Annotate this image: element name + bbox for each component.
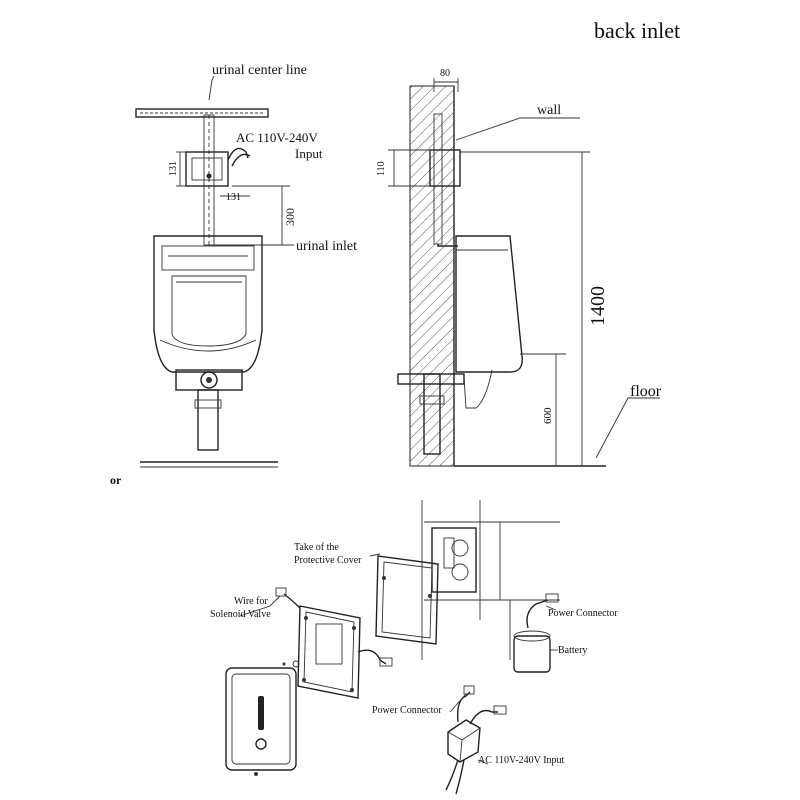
dim-box-height: 131 bbox=[168, 161, 179, 176]
wire-label-1: Wire for bbox=[234, 596, 268, 607]
wall-label: wall bbox=[537, 103, 561, 118]
ac-input-label: AC 110V-240V Input bbox=[478, 755, 565, 766]
power-input-label-2: Input bbox=[295, 146, 323, 161]
sensor-window bbox=[258, 696, 264, 730]
power-connector-top-label: Power Connector bbox=[548, 608, 618, 619]
urinal-side-body bbox=[455, 235, 523, 373]
center-line-bar bbox=[135, 108, 269, 118]
urinal-front-body bbox=[153, 235, 263, 373]
floor-label: floor bbox=[630, 383, 662, 400]
urinal-inlet-label: urinal inlet bbox=[296, 239, 357, 254]
power-input-label-1: AC 110V-240V bbox=[236, 130, 318, 145]
center-line-label: urinal center line bbox=[212, 63, 307, 78]
dim-box-width: 131 bbox=[226, 192, 241, 203]
diagram-title: back inlet bbox=[594, 18, 680, 43]
wire-label-2: Solenoid Valve bbox=[210, 609, 271, 620]
protective-cover-label-2: Protective Cover bbox=[294, 555, 362, 566]
manual-flush-button bbox=[255, 738, 267, 750]
dim-total-height: 1400 bbox=[587, 286, 609, 326]
sensor-faceplate bbox=[225, 667, 297, 776]
protective-cover bbox=[375, 555, 439, 645]
exploded-view: Take of the Protective Cover Wire for So… bbox=[210, 500, 618, 795]
dim-depth: 80 bbox=[440, 68, 450, 79]
tiled-wall bbox=[421, 500, 560, 660]
dim-side-box-height: 110 bbox=[376, 161, 387, 176]
battery-label: Battery bbox=[558, 645, 587, 656]
control-box bbox=[185, 151, 229, 187]
wall-section bbox=[409, 85, 455, 467]
cut-floor-label: or bbox=[110, 473, 122, 487]
dim-inlet-height: 300 bbox=[283, 208, 297, 226]
battery bbox=[513, 593, 559, 673]
dim-outlet-height: 600 bbox=[542, 407, 554, 424]
drain-pipe-front bbox=[197, 389, 219, 451]
protective-cover-label-1: Take of the bbox=[294, 542, 339, 553]
side-view: 80 110 wall 1400 600 floor bbox=[376, 68, 662, 467]
side-control-box bbox=[429, 149, 461, 187]
ac-adapter bbox=[445, 685, 507, 795]
mounting-frame bbox=[282, 605, 361, 699]
drain-pipe-side bbox=[423, 373, 441, 455]
power-connector-bottom-label: Power Connector bbox=[372, 705, 442, 716]
front-view: urinal center line 131 131 AC 110V-240V … bbox=[110, 63, 357, 487]
